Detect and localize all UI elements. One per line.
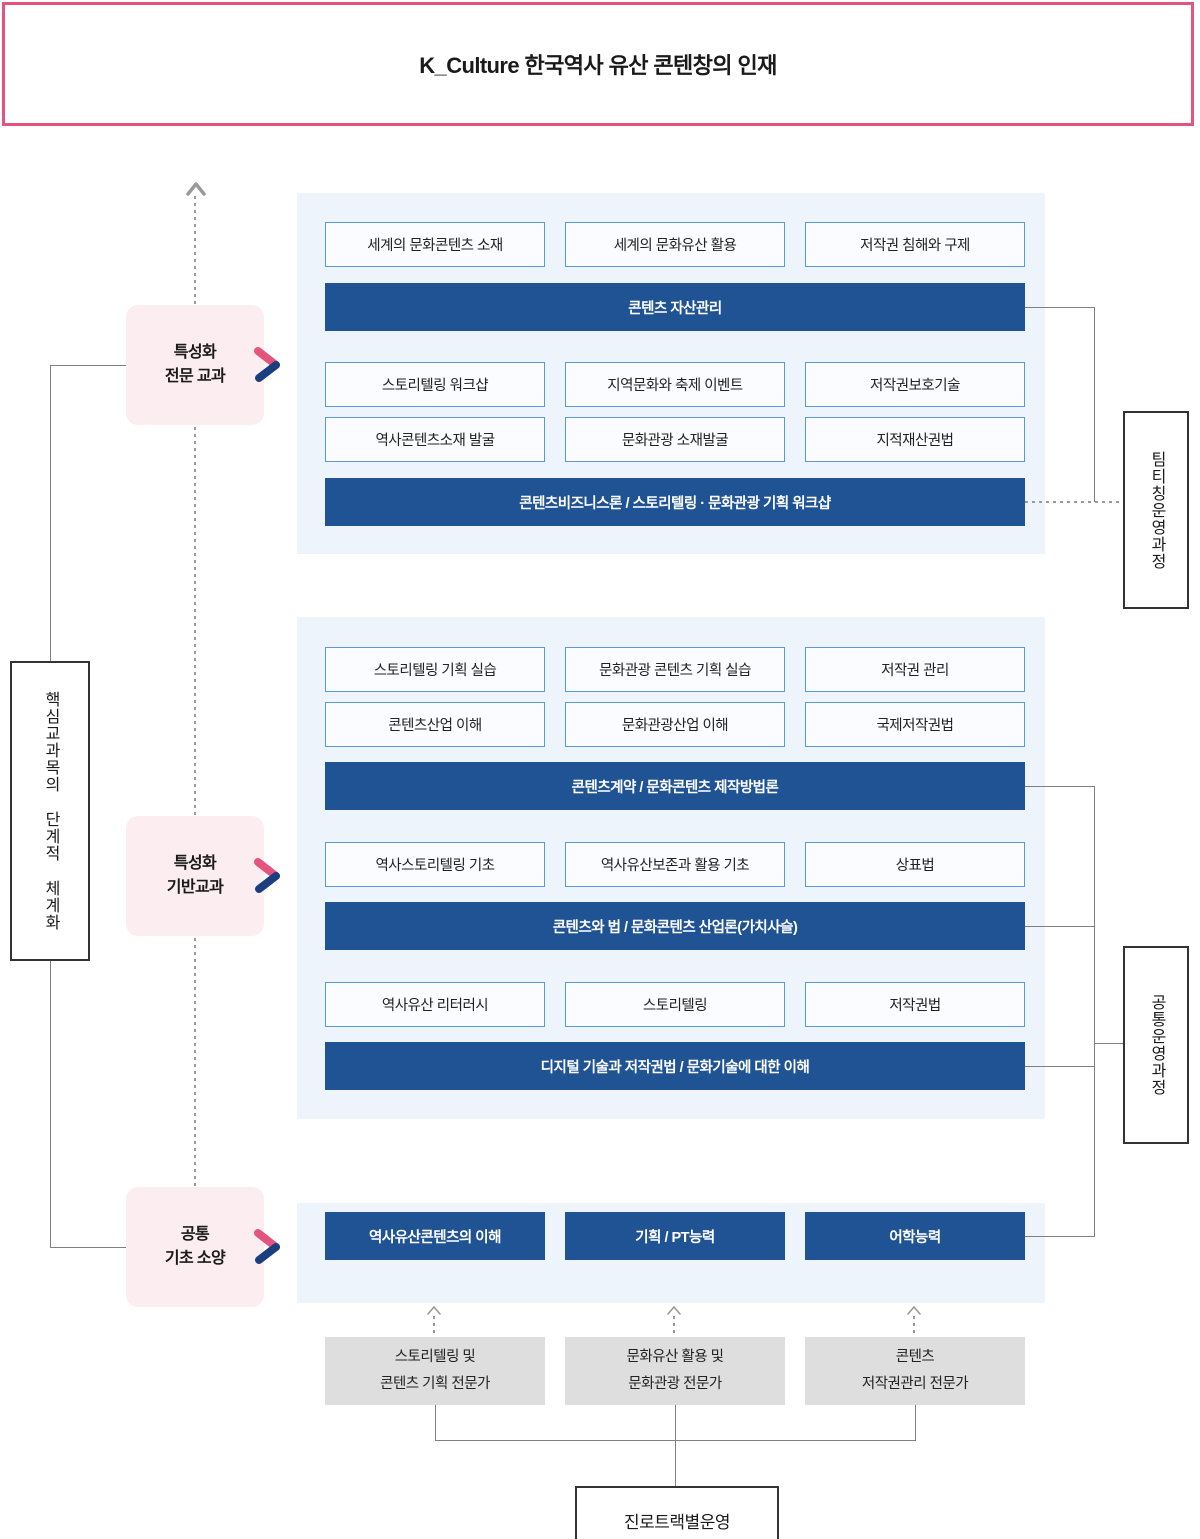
footer-box: 진로트랙별운영 [575, 1486, 779, 1539]
team-teaching-box: 팀티칭운영과정 [1123, 411, 1189, 609]
chevron-right-icon [254, 347, 280, 382]
common-operation-box: 공통운영과정 [1123, 946, 1189, 1144]
stage-label-line2: 기초 소양 [164, 1250, 226, 1267]
course-bar[interactable]: 디지털 기술과 저작권법 / 문화기술에 대한 이해 [325, 1042, 1025, 1090]
course-box[interactable]: 저작권 침해와 구제 [805, 222, 1025, 267]
connector-vertical-team-teaching [1094, 307, 1095, 502]
track-label-line2: 문화관광 전문가 [628, 1376, 722, 1392]
track-label-line2: 콘텐츠 기획 전문가 [380, 1376, 490, 1392]
stage-specialized-advanced[interactable]: 특성화 전문 교과 [126, 305, 264, 425]
connector-to-team-teaching-2-dotted [1025, 501, 1133, 503]
track-label-line1: 스토리텔링 및 [394, 1349, 476, 1366]
common-operation-label: 공통운영과정 [1148, 994, 1165, 1096]
stage-label-line2: 기반교과 [166, 879, 224, 896]
course-box[interactable]: 지적재산권법 [805, 417, 1025, 462]
track-arrow-dotted [913, 1316, 915, 1338]
team-teaching-label: 팀티칭운영과정 [1148, 450, 1165, 570]
track-label-line2: 저작권관리 전문가 [861, 1376, 969, 1392]
course-box[interactable]: 세계의 문화유산 활용 [565, 222, 785, 267]
connector-vertical-common [1094, 786, 1095, 1236]
course-bar[interactable]: 콘텐츠와 법 / 문화콘텐츠 산업론(가치사슬) [325, 902, 1025, 950]
track-arrow-up-icon [427, 1306, 441, 1315]
left-bracket-top [50, 365, 178, 366]
track-box[interactable]: 스토리텔링 및 콘텐츠 기획 전문가 [325, 1337, 545, 1405]
track-arrow-dotted [673, 1316, 675, 1338]
course-box[interactable]: 스토리텔링 [565, 982, 785, 1027]
course-bar[interactable]: 어학능력 [805, 1212, 1025, 1260]
track-label-line1: 문화유산 활용 및 [626, 1349, 724, 1366]
stage-label-line1: 공통 [180, 1226, 210, 1243]
track-arrow-up-icon [907, 1306, 921, 1315]
connector-to-common-1 [1025, 786, 1095, 787]
connector-to-team-teaching-1 [1025, 307, 1095, 308]
stage-label-line2: 전문 교과 [164, 368, 226, 385]
course-box[interactable]: 저작권법 [805, 982, 1025, 1027]
track-arrow-up-icon [667, 1306, 681, 1315]
course-bar[interactable]: 기획 / PT능력 [565, 1212, 785, 1260]
course-box[interactable]: 문화관광산업 이해 [565, 702, 785, 747]
stage-common-basic[interactable]: 공통 기초 소양 [126, 1187, 264, 1307]
footer-bracket-left-v [435, 1405, 436, 1440]
spine-arrow-icon [186, 182, 206, 196]
course-box[interactable]: 역사콘텐츠소재 발굴 [325, 417, 545, 462]
course-box[interactable]: 상표법 [805, 842, 1025, 887]
stage-label-line1: 특성화 [173, 344, 217, 361]
page-title: K_Culture 한국역사 유산 콘텐창의 인재 [419, 53, 777, 78]
left-axis-label: 핵심교과목의 단계적 체계화 [42, 691, 59, 931]
page-header: K_Culture 한국역사 유산 콘텐창의 인재 [2, 2, 1194, 126]
course-box[interactable]: 국제저작권법 [805, 702, 1025, 747]
left-axis-box: 핵심교과목의 단계적 체계화 [10, 661, 90, 961]
course-box[interactable]: 세계의 문화콘텐츠 소재 [325, 222, 545, 267]
course-box[interactable]: 지역문화와 축제 이벤트 [565, 362, 785, 407]
course-box[interactable]: 역사유산보존과 활용 기초 [565, 842, 785, 887]
course-box[interactable]: 저작권보호기술 [805, 362, 1025, 407]
course-bar[interactable]: 콘텐츠 자산관리 [325, 283, 1025, 331]
course-box[interactable]: 문화관광 소재발굴 [565, 417, 785, 462]
connector-to-common-2 [1025, 926, 1095, 927]
course-bar[interactable]: 콘텐츠비즈니스론 / 스토리텔링 · 문화관광 기획 워크샵 [325, 478, 1025, 526]
course-bar[interactable]: 역사유산콘텐츠의 이해 [325, 1212, 545, 1260]
course-box[interactable]: 역사유산 리터러시 [325, 982, 545, 1027]
chevron-right-icon [254, 1229, 280, 1264]
stage-spine-dotted [194, 196, 196, 1286]
connector-to-common-3 [1025, 1066, 1095, 1067]
stage-specialized-base[interactable]: 특성화 기반교과 [126, 816, 264, 936]
left-bracket-bottom [50, 1247, 178, 1248]
track-arrow-dotted [433, 1316, 435, 1338]
course-box[interactable]: 스토리텔링 워크샵 [325, 362, 545, 407]
footer-bracket-right-v [915, 1405, 916, 1440]
track-box[interactable]: 콘텐츠 저작권관리 전문가 [805, 1337, 1025, 1405]
course-bar[interactable]: 콘텐츠계약 / 문화콘텐츠 제작방법론 [325, 762, 1025, 810]
chevron-right-icon [254, 858, 280, 893]
connector-to-common-4 [1025, 1236, 1095, 1237]
track-box[interactable]: 문화유산 활용 및 문화관광 전문가 [565, 1337, 785, 1405]
connector-common-stub [1094, 1043, 1123, 1044]
track-label-line1: 콘텐츠 [895, 1349, 935, 1366]
course-box[interactable]: 저작권 관리 [805, 647, 1025, 692]
course-box[interactable]: 역사스토리텔링 기초 [325, 842, 545, 887]
course-box[interactable]: 콘텐츠산업 이해 [325, 702, 545, 747]
course-box[interactable]: 문화관광 콘텐츠 기획 실습 [565, 647, 785, 692]
course-box[interactable]: 스토리텔링 기획 실습 [325, 647, 545, 692]
stage-label-line1: 특성화 [173, 855, 217, 872]
footer-bracket-center-v [675, 1405, 676, 1486]
